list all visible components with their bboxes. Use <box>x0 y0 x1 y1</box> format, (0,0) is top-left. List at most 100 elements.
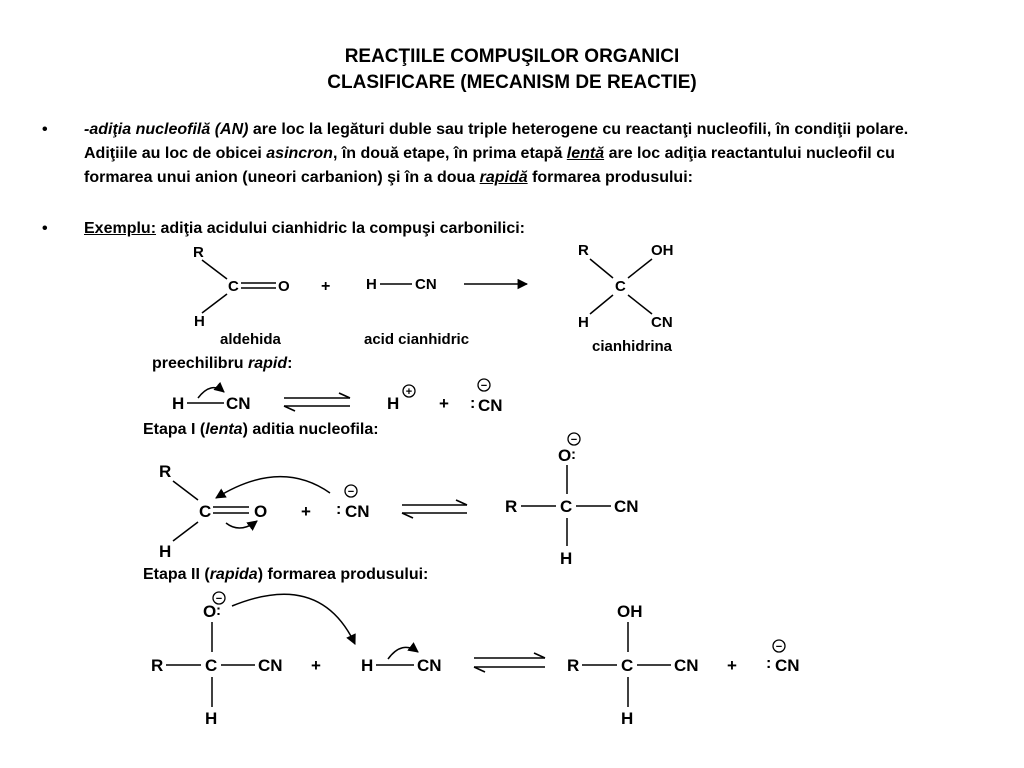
label-preechilibru: preechilibru rapid: <box>152 355 292 373</box>
atom-cn: CN <box>478 396 503 415</box>
atom-r: R <box>505 497 517 516</box>
lone-pair: : <box>216 602 221 619</box>
definition-part-2: , în două etape, în prima etapă <box>332 145 567 162</box>
curved-arrow-icon <box>197 381 225 399</box>
term-nucleophilic-addition: -adiţia nucleofilă (AN) <box>84 121 249 138</box>
atom-r: R <box>151 656 163 675</box>
lone-pair: : <box>470 395 475 412</box>
step-two-scheme: O : − R C CN H + H CN OH R C CN <box>151 591 800 728</box>
label-cianhidrina: cianhidrina <box>592 338 673 355</box>
bullet-dot-icon: • <box>42 121 48 138</box>
plus-sign: + <box>727 656 737 675</box>
svg-text:−: − <box>776 641 782 653</box>
svg-text:−: − <box>481 380 487 392</box>
title-line-2: CLASIFICARE (MECANISM DE REACTIE) <box>327 72 697 93</box>
atom-h: H <box>361 656 373 675</box>
etapa1-italic: lenta <box>205 421 243 438</box>
preechilibru-colon: : <box>287 355 293 372</box>
plus-sign: + <box>321 278 330 295</box>
bullet-dot-icon: • <box>42 220 48 237</box>
word-asincron: asincron <box>266 145 333 162</box>
curved-arrow-icon <box>387 642 419 660</box>
svg-text:+: + <box>406 386 412 398</box>
example-label: Exemplu: <box>84 220 157 237</box>
atom-r: R <box>567 656 579 675</box>
lone-pair: : <box>571 446 576 463</box>
negative-charge-icon: − <box>212 591 226 605</box>
equilibrium-arrows-icon <box>283 392 351 412</box>
atom-oh: OH <box>617 602 643 621</box>
label-acid-cianhidric: acid cianhidric <box>364 331 470 348</box>
word-rapida: rapidă <box>479 169 528 186</box>
atom-r: R <box>159 462 171 481</box>
etapa2-suffix: ) formarea produsului: <box>257 566 429 583</box>
atom-h: H <box>159 542 171 561</box>
etapa1-suffix: ) aditia nucleofila: <box>242 421 379 438</box>
atom-cn: CN <box>651 314 673 331</box>
label-etapa-2: Etapa II (rapida) formarea produsului: <box>143 566 428 584</box>
atom-c: C <box>560 497 572 516</box>
negative-charge-icon: − <box>772 639 786 653</box>
atom-cn: CN <box>226 394 251 413</box>
cyanohydrin-structure: R OH C H CN <box>578 242 674 331</box>
atom-c: C <box>615 278 626 295</box>
atom-h: H <box>366 276 377 293</box>
atom-c: C <box>621 656 633 675</box>
atom-oh: OH <box>651 242 674 259</box>
label-etapa-1: Etapa I (lenta) aditia nucleofila: <box>143 421 379 439</box>
atom-cn: CN <box>345 502 370 521</box>
etapa1-prefix: Etapa I ( <box>143 421 206 438</box>
step-one-scheme: R C O H + : CN − O : − R C <box>159 432 639 568</box>
atom-r: R <box>578 242 589 259</box>
plus-sign: + <box>439 394 449 413</box>
word-lenta: lentă <box>566 145 605 162</box>
etapa2-italic: rapida <box>209 566 258 583</box>
pre-equilibrium: H CN H + + : CN − <box>172 378 503 415</box>
atom-h: H <box>387 394 399 413</box>
atom-o: O <box>278 278 290 295</box>
definition-part-3: are loc adiţia reactantului nucleofil cu… <box>84 145 895 186</box>
atom-cn: CN <box>614 497 639 516</box>
etapa2-prefix: Etapa II ( <box>143 566 210 583</box>
page-title: REACŢIILE COMPUŞILOR ORGANICI CLASIFICAR… <box>0 44 1024 96</box>
negative-charge-icon: − <box>567 432 581 446</box>
atom-o: O <box>203 602 216 621</box>
curved-arrow-icon <box>231 593 356 645</box>
overall-reaction: R H C O + H CN R OH C H CN <box>193 242 674 331</box>
title-line-1: REACŢIILE COMPUŞILOR ORGANICI <box>344 46 680 67</box>
atom-cn: CN <box>674 656 699 675</box>
atom-h: H <box>194 313 205 330</box>
atom-cn: CN <box>775 656 800 675</box>
negative-charge-icon: − <box>477 378 491 392</box>
atom-h: H <box>205 709 217 728</box>
atom-r: R <box>193 244 204 261</box>
atom-o: O <box>254 502 267 521</box>
bullet-definition-text: -adiţia nucleofilă (AN) are loc la legăt… <box>84 118 964 190</box>
atom-o: O <box>558 446 571 465</box>
lone-pair: : <box>336 501 341 518</box>
definition-part-4: formarea produsului: <box>527 169 693 186</box>
negative-charge-icon: − <box>344 484 358 498</box>
aldehyde-structure: R H C O <box>193 244 290 330</box>
plus-sign: + <box>311 656 321 675</box>
atom-h: H <box>560 549 572 568</box>
plus-sign: + <box>301 502 311 521</box>
equilibrium-arrows-icon <box>401 499 468 519</box>
definition-part-1: are loc la legături duble sau triple het… <box>84 121 909 162</box>
bullet-example-text: Exemplu: adiţia acidului cianhidric la c… <box>84 217 964 241</box>
label-aldehida: aldehida <box>220 331 281 348</box>
atom-h: H <box>172 394 184 413</box>
equilibrium-arrows-icon <box>473 652 546 673</box>
positive-charge-icon: + <box>402 384 416 398</box>
svg-text:−: − <box>348 486 354 498</box>
svg-text:−: − <box>216 593 222 605</box>
preechilibru-rapid: rapid <box>248 355 288 372</box>
atom-h: H <box>621 709 633 728</box>
hcn-structure: H CN <box>366 276 437 293</box>
svg-text:−: − <box>571 434 577 446</box>
atom-cn: CN <box>417 656 442 675</box>
atom-c: C <box>228 278 239 295</box>
atom-c: C <box>199 502 211 521</box>
lone-pair: : <box>766 655 771 672</box>
